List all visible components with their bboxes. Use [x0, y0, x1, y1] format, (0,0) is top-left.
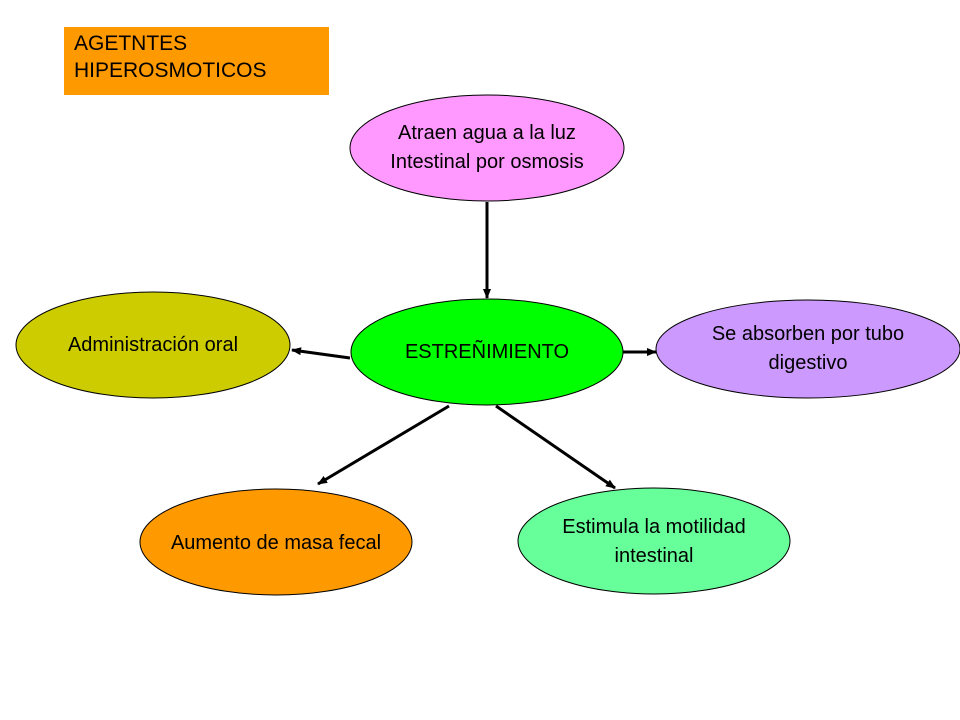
node-top-label: Atraen agua a la luz Intestinal por osmo… [390, 122, 584, 173]
node-left-shape [15, 291, 291, 399]
arrow-center-to-left [291, 347, 351, 360]
node-top-shape [349, 94, 625, 202]
arrow-center-to-bottom-right [495, 404, 616, 490]
node-bottom-left-shape [139, 488, 413, 596]
node-bottom-right-label: Estimula la motilidad intestinal [562, 516, 746, 567]
node-bottom-right-shape [517, 487, 791, 595]
arrow-center-to-bottom-left [317, 404, 450, 486]
node-right-label: Se absorben por tubo digestivo [711, 323, 905, 374]
node-bottom-left-label: Aumento de masa fecal [170, 531, 382, 554]
node-center-shape [350, 298, 624, 406]
node-left-label: Administración oral [67, 333, 239, 356]
diagram-title: AGETNTES HIPEROSMOTICOS [64, 27, 329, 95]
node-right-shape [655, 299, 960, 399]
node-center-label: ESTREÑIMIENTO [404, 340, 570, 363]
